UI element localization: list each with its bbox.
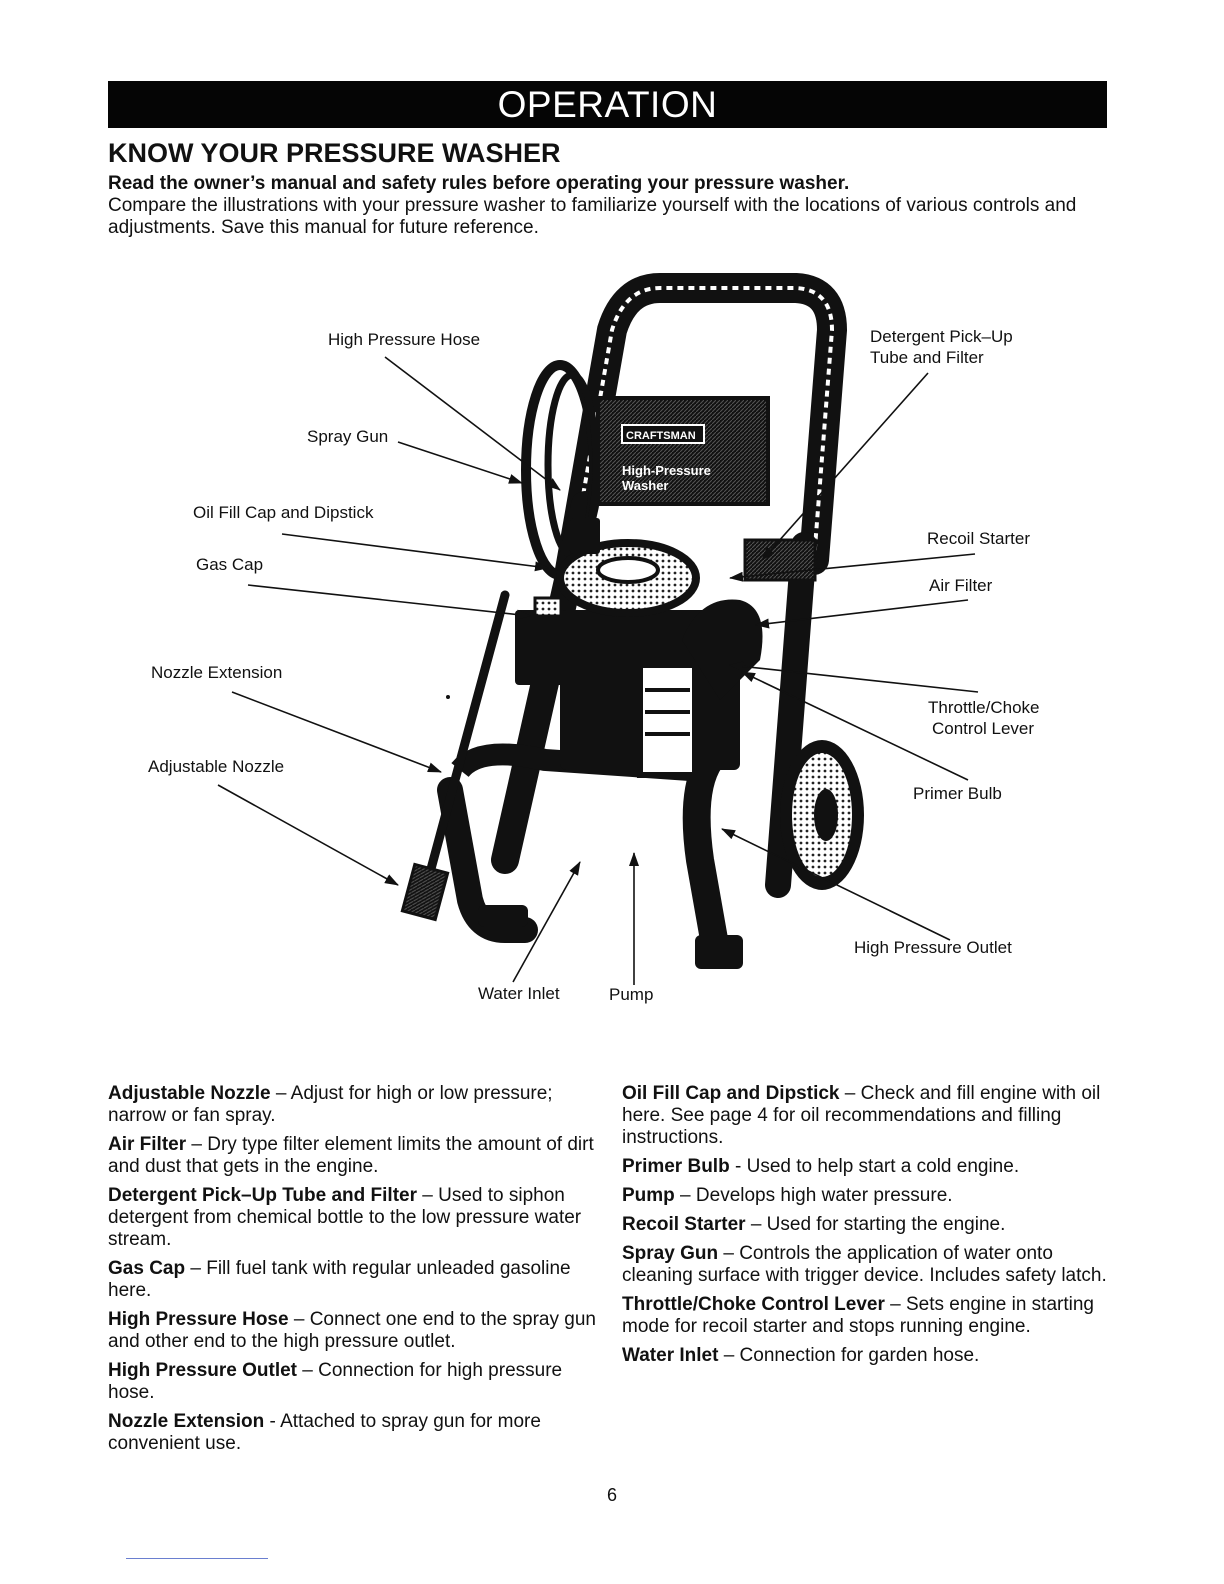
description-air-filter: Air Filter – Dry type filter element lim… <box>108 1134 598 1178</box>
leader-lines <box>217 356 979 985</box>
intro-warning: Read the owner’s manual and safety rules… <box>108 173 850 194</box>
term: Air Filter <box>108 1134 187 1155</box>
description-primer-bulb: Primer Bulb - Used to help start a cold … <box>622 1156 1112 1178</box>
separator: – <box>718 1243 740 1264</box>
separator: – <box>297 1360 319 1381</box>
term: Water Inlet <box>622 1345 719 1366</box>
description-throttle-choke: Throttle/Choke Control Lever – Sets engi… <box>622 1294 1112 1338</box>
term: Adjustable Nozzle <box>108 1083 271 1104</box>
brand-label: CRAFTSMAN <box>626 430 696 442</box>
callout-water-inlet: Water Inlet <box>478 984 560 1003</box>
separator: – <box>884 1294 906 1315</box>
control-panel: CRAFTSMAN High-Pressure Washer <box>596 396 770 506</box>
product-label-line2: Washer <box>622 478 668 493</box>
term: Nozzle Extension <box>108 1411 265 1432</box>
definition: Sets engine in starting mode for recoil … <box>622 1294 1094 1337</box>
callout-high-pressure-outlet: High Pressure Outlet <box>854 938 1012 957</box>
page-heading: KNOW YOUR PRESSURE WASHER <box>108 138 561 168</box>
section-banner: OPERATION <box>108 81 1107 128</box>
callout-primer-bulb: Primer Bulb <box>913 784 1002 803</box>
separator: - <box>264 1411 281 1432</box>
callout-detergent-line1: Detergent Pick–Up <box>870 327 1013 346</box>
definition: Used to siphon detergent from chemical b… <box>108 1185 582 1250</box>
descriptions-right-column: Oil Fill Cap and Dipstick – Check and fi… <box>622 1083 1112 1374</box>
description-water-inlet: Water Inlet – Connection for garden hose… <box>622 1345 1112 1367</box>
definition: Develops high water pressure. <box>695 1185 953 1206</box>
term: Primer Bulb <box>622 1156 730 1177</box>
page-number: 6 <box>606 1485 617 1505</box>
pressure-washer-illustration: CRAFTSMAN High-Pressure Washer <box>217 273 979 985</box>
feet <box>478 905 743 969</box>
callout-nozzle-extension: Nozzle Extension <box>151 663 283 682</box>
callout-throttle-line2: Control Lever <box>932 719 1035 738</box>
description-detergent-pickup: Detergent Pick–Up Tube and Filter – Used… <box>108 1185 598 1251</box>
callout-adjustable-nozzle: Adjustable Nozzle <box>148 757 285 776</box>
wheel <box>780 740 864 890</box>
term: Gas Cap <box>108 1258 186 1279</box>
definition: Connection for high pressure hose. <box>108 1360 563 1403</box>
term: Recoil Starter <box>622 1214 746 1235</box>
intro-paragraph: Read the owner’s manual and safety rules… <box>108 173 1108 239</box>
definition: Used for starting the engine. <box>766 1214 1006 1235</box>
definition: Used to help start a cold engine. <box>746 1156 1020 1177</box>
footer-rule <box>126 1558 268 1559</box>
pressure-washer-diagram: CRAFTSMAN High-Pressure Washer <box>0 260 1224 1040</box>
definition: Controls the application of water onto c… <box>622 1243 1107 1286</box>
callout-oil-fill-cap: Oil Fill Cap and Dipstick <box>193 503 374 522</box>
description-high-pressure-hose: High Pressure Hose – Connect one end to … <box>108 1309 598 1353</box>
description-gas-cap: Gas Cap – Fill fuel tank with regular un… <box>108 1258 598 1302</box>
callout-high-pressure-hose: High Pressure Hose <box>328 330 481 349</box>
separator: – <box>718 1345 740 1366</box>
definition: Attached to spray gun for more convenien… <box>108 1411 541 1454</box>
description-pump: Pump – Develops high water pressure. <box>622 1185 1112 1207</box>
description-oil-fill-cap: Oil Fill Cap and Dipstick – Check and fi… <box>622 1083 1112 1149</box>
separator: – <box>185 1258 207 1279</box>
definition: Fill fuel tank with regular unleaded gas… <box>108 1258 571 1301</box>
separator: - <box>729 1156 747 1177</box>
term: Detergent Pick–Up Tube and Filter <box>108 1185 417 1206</box>
callout-gas-cap: Gas Cap <box>196 555 264 574</box>
callout-spray-gun: Spray Gun <box>307 427 389 446</box>
term: Pump <box>622 1185 675 1206</box>
spray-wand <box>400 590 510 922</box>
separator: – <box>186 1134 208 1155</box>
term: Spray Gun <box>622 1243 719 1264</box>
description-spray-gun: Spray Gun – Controls the application of … <box>622 1243 1112 1287</box>
term: Throttle/Choke Control Lever <box>622 1294 885 1315</box>
description-high-pressure-outlet: High Pressure Outlet – Connection for hi… <box>108 1360 598 1404</box>
callout-recoil-starter: Recoil Starter <box>927 529 1030 548</box>
description-nozzle-extension: Nozzle Extension - Attached to spray gun… <box>108 1411 598 1455</box>
separator: – <box>288 1309 310 1330</box>
intro-text: Compare the illustrations with your pres… <box>108 195 1077 238</box>
separator: – <box>416 1185 439 1206</box>
descriptions-left-column: Adjustable Nozzle – Adjust for high or l… <box>108 1083 598 1462</box>
callout-pump: Pump <box>609 985 654 1004</box>
separator: – <box>839 1083 861 1104</box>
definition: Connect one end to the spray gun and oth… <box>108 1309 596 1352</box>
definition: Dry type filter element limits the amoun… <box>108 1134 594 1177</box>
description-adjustable-nozzle: Adjustable Nozzle – Adjust for high or l… <box>108 1083 598 1127</box>
description-recoil-starter: Recoil Starter – Used for starting the e… <box>622 1214 1112 1236</box>
term: Oil Fill Cap and Dipstick <box>622 1083 840 1104</box>
callout-throttle-line1: Throttle/Choke <box>928 698 1040 717</box>
definition: Connection for garden hose. <box>739 1345 980 1366</box>
separator: – <box>270 1083 291 1104</box>
engine <box>515 518 817 778</box>
definition: Adjust for high or low pressure; narrow … <box>108 1083 553 1126</box>
callout-air-filter: Air Filter <box>929 576 993 595</box>
callout-detergent-line2: Tube and Filter <box>870 348 984 367</box>
separator: – <box>745 1214 767 1235</box>
definition: Check and fill engine with oil here. See… <box>622 1083 1101 1148</box>
product-label-line1: High-Pressure <box>622 463 711 478</box>
term: High Pressure Hose <box>108 1309 289 1330</box>
separator: – <box>674 1185 696 1206</box>
term: High Pressure Outlet <box>108 1360 297 1381</box>
